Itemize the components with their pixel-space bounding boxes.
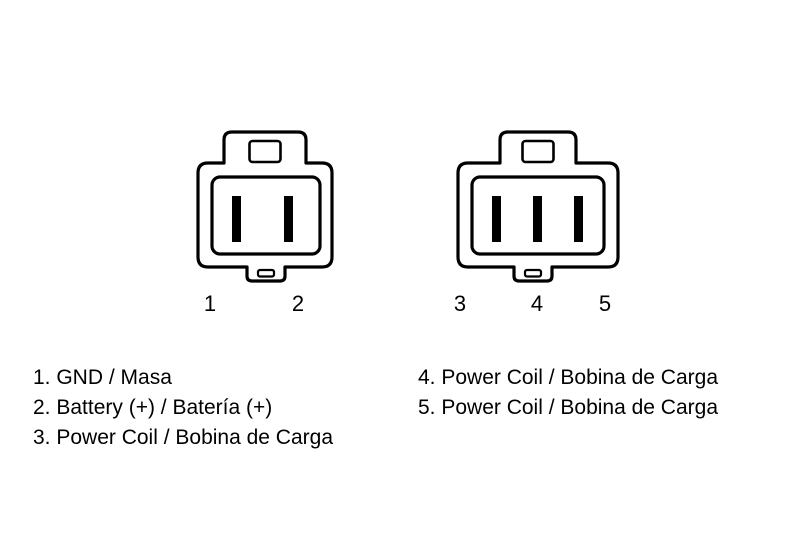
connector-2pin-outline (196, 130, 334, 283)
pin-slot-4 (533, 196, 542, 242)
connector-3pin-latch-detail (521, 139, 555, 164)
legend-item-gnd: 1. GND / Masa (33, 366, 172, 389)
pin-label-4: 4 (530, 291, 544, 316)
connector-2pin-inner-housing (210, 175, 322, 256)
connector-3pin-inner-housing (470, 175, 606, 256)
legend-item-battery: 2. Battery (+) / Batería (+) (33, 396, 273, 419)
legend-right-column: 4. Power Coil / Bobina de Carga 5. Power… (418, 366, 718, 426)
connector-2pin-latch-detail (248, 139, 282, 164)
pin-slot-1 (232, 196, 241, 242)
pin-slot-2 (284, 196, 293, 242)
pin-label-2: 2 (291, 291, 305, 316)
connector-3pin-bottom-tab-detail (523, 268, 543, 278)
connector-2pin-bottom-tab-detail (256, 268, 276, 278)
pin-label-3: 3 (453, 291, 467, 316)
legend-item-power-coil-3: 3. Power Coil / Bobina de Carga (33, 426, 333, 449)
pin-slot-3 (492, 196, 501, 242)
legend-item-power-coil-4: 4. Power Coil / Bobina de Carga (418, 366, 718, 389)
pin-slot-5 (574, 196, 583, 242)
legend-item-power-coil-5: 5. Power Coil / Bobina de Carga (418, 396, 718, 419)
connector-3pin-outline (456, 130, 620, 283)
pin-label-5: 5 (598, 291, 612, 316)
pin-label-1: 1 (203, 291, 217, 316)
legend-left-column: 1. GND / Masa 2. Battery (+) / Batería (… (33, 366, 333, 456)
